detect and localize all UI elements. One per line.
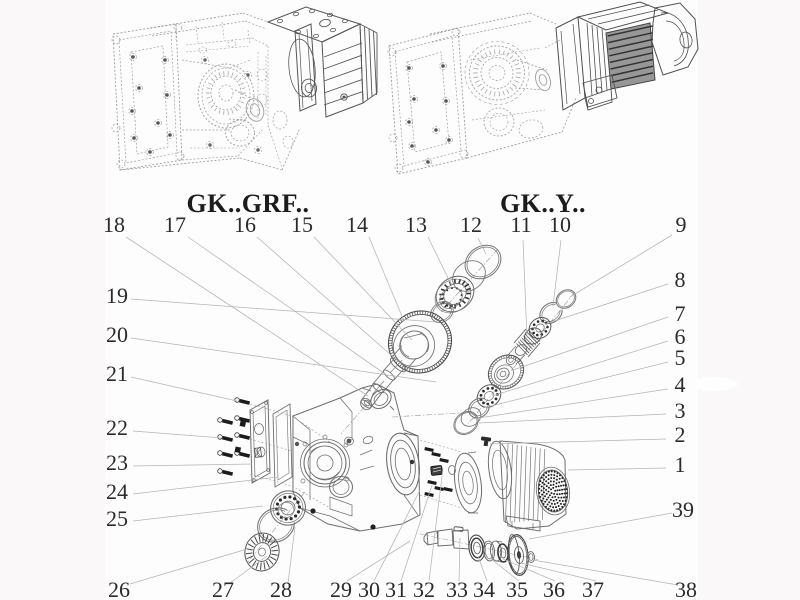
svg-text:4: 4 bbox=[675, 372, 686, 397]
svg-text:30: 30 bbox=[358, 577, 380, 600]
svg-text:8: 8 bbox=[675, 267, 686, 292]
svg-text:16: 16 bbox=[234, 212, 256, 237]
svg-text:15: 15 bbox=[291, 212, 313, 237]
svg-text:31: 31 bbox=[385, 577, 407, 600]
svg-text:27: 27 bbox=[212, 577, 234, 600]
svg-text:11: 11 bbox=[510, 212, 531, 237]
svg-text:3: 3 bbox=[675, 398, 686, 423]
svg-text:17: 17 bbox=[164, 212, 186, 237]
svg-text:35: 35 bbox=[506, 577, 528, 600]
svg-text:18: 18 bbox=[103, 212, 125, 237]
svg-text:33: 33 bbox=[446, 577, 468, 600]
svg-text:19: 19 bbox=[106, 283, 128, 308]
svg-text:20: 20 bbox=[106, 322, 128, 347]
svg-text:10: 10 bbox=[549, 212, 571, 237]
svg-text:24: 24 bbox=[106, 479, 128, 504]
svg-text:37: 37 bbox=[582, 577, 604, 600]
svg-text:9: 9 bbox=[676, 212, 687, 237]
svg-text:1: 1 bbox=[675, 452, 686, 477]
svg-text:29: 29 bbox=[330, 577, 352, 600]
svg-text:25: 25 bbox=[106, 506, 128, 531]
svg-text:39: 39 bbox=[672, 497, 694, 522]
svg-text:14: 14 bbox=[346, 212, 368, 237]
svg-text:23: 23 bbox=[106, 450, 128, 475]
svg-text:2: 2 bbox=[675, 422, 686, 447]
svg-text:36: 36 bbox=[543, 577, 565, 600]
svg-text:GK..GRF..: GK..GRF.. bbox=[187, 189, 310, 218]
svg-text:GK..Y..: GK..Y.. bbox=[500, 189, 586, 218]
svg-text:13: 13 bbox=[405, 212, 427, 237]
svg-text:28: 28 bbox=[270, 577, 292, 600]
svg-text:22: 22 bbox=[106, 415, 128, 440]
svg-text:12: 12 bbox=[460, 212, 482, 237]
svg-text:6: 6 bbox=[675, 324, 686, 349]
svg-text:7: 7 bbox=[675, 301, 686, 326]
svg-text:38: 38 bbox=[675, 577, 697, 600]
svg-text:32: 32 bbox=[413, 577, 435, 600]
svg-text:21: 21 bbox=[106, 361, 128, 386]
svg-text:34: 34 bbox=[473, 577, 495, 600]
svg-text:5: 5 bbox=[675, 345, 686, 370]
svg-text:26: 26 bbox=[108, 577, 130, 600]
